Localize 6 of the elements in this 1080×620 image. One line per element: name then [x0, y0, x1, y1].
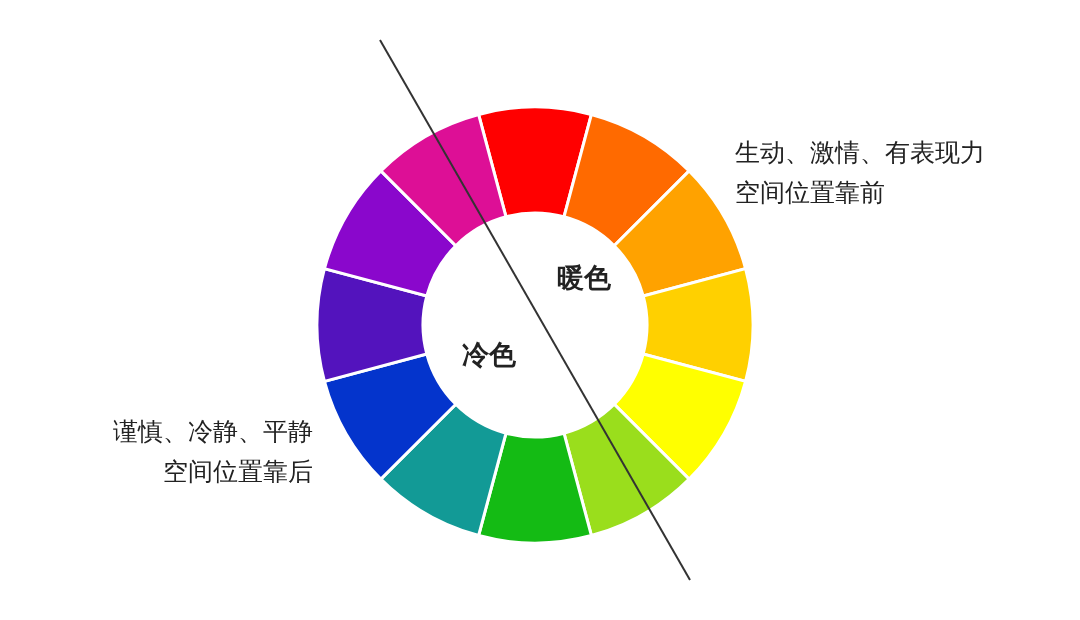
description-text: 生动、激情、有表现力: [735, 138, 985, 168]
region-label: 冷色: [462, 340, 516, 370]
description-text: 空间位置靠前: [735, 178, 885, 208]
region-label: 暖色: [557, 263, 611, 293]
description-text: 空间位置靠后: [163, 457, 313, 487]
description-text: 谨慎、冷静、平静: [113, 417, 313, 447]
